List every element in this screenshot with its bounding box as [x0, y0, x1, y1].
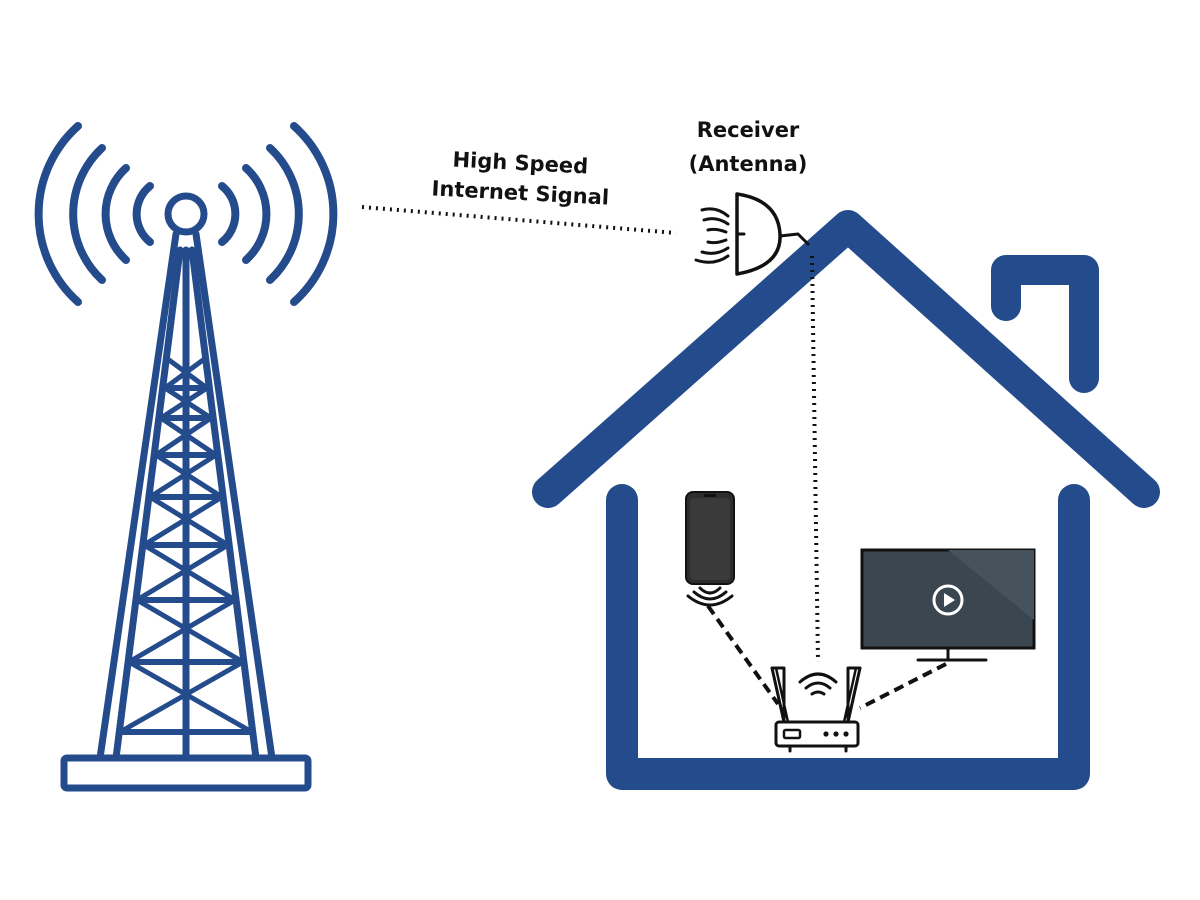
signal-label: High Speed Internet Signal — [431, 147, 610, 209]
wifi-router-icon — [770, 666, 862, 753]
receiver-label-line2: (Antenna) — [689, 152, 808, 176]
phone-wifi-waves — [686, 586, 734, 607]
antenna-router-line — [810, 255, 820, 663]
tower-signal-waves-right — [218, 122, 338, 306]
internet-signal-line — [361, 205, 677, 235]
tower-signal-waves-left — [34, 122, 154, 306]
play-icon — [932, 584, 964, 616]
receiver-label-line1: Receiver — [697, 118, 800, 142]
tower-top-ball — [164, 192, 208, 236]
phone-router-line — [706, 604, 780, 706]
tv-router-line — [859, 662, 947, 710]
signal-label-line2: Internet Signal — [431, 176, 610, 209]
receiver-dish-icon — [694, 192, 810, 276]
router-wifi-waves — [798, 672, 838, 696]
tower-base — [60, 754, 312, 792]
smartphone-icon — [685, 491, 735, 607]
signal-label-line1: High Speed — [452, 147, 589, 178]
receiver-label: Receiver (Antenna) — [689, 118, 808, 176]
house-icon — [532, 210, 1160, 790]
house-chimney — [991, 255, 1099, 393]
house-walls — [606, 484, 1090, 790]
television-icon — [860, 548, 1036, 662]
house-roof — [532, 210, 1160, 508]
cell-tower-icon — [34, 122, 338, 792]
